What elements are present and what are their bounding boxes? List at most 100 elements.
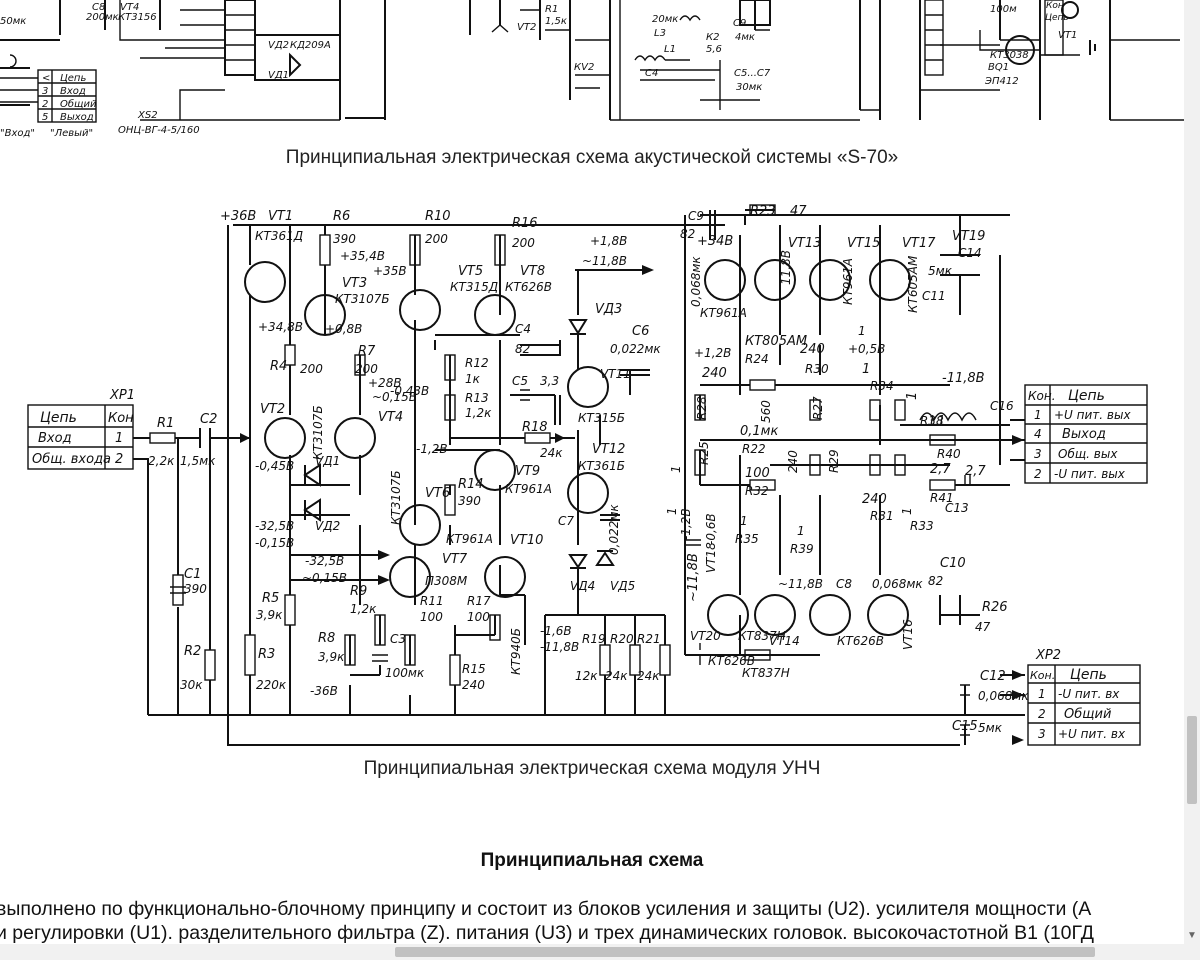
component-label: R5	[262, 591, 279, 606]
component-label: 0,068мк	[872, 577, 923, 591]
scroll-down-arrow-icon[interactable]: ▼	[1187, 930, 1197, 941]
top-label: ОНЦ-ВГ-4-5/160	[118, 125, 200, 136]
component-label: 2,7	[965, 464, 986, 479]
article-paragraph-line: и регулировки (U1). разделительного филь…	[0, 922, 1094, 944]
top-label: 1,5к	[545, 16, 567, 27]
component-label: VТ10	[510, 533, 543, 548]
component-label: 2,7	[930, 462, 951, 477]
component-label: 3,9к	[318, 650, 345, 664]
top-label: VТ1	[1058, 30, 1077, 41]
component-label: С11	[922, 289, 946, 303]
xp2-header-pin: Кон.	[1030, 669, 1055, 682]
top-label: 200мк	[86, 12, 119, 23]
component-label: R15	[462, 662, 486, 676]
component-label: 100	[467, 610, 490, 624]
top-label: Цепь	[1045, 13, 1069, 23]
component-label: R40	[937, 447, 961, 461]
amplifier-schematic: ХР1 Цепь Кон Вход 1 Общ. входа 2 Кон. Це…	[27, 204, 1148, 746]
component-label: 82	[680, 227, 695, 241]
component-label: R6	[333, 209, 350, 224]
component-label: С12	[980, 669, 1006, 684]
component-label: -0,45В	[255, 459, 294, 473]
component-label: 1	[740, 514, 748, 528]
component-label: -0,6В	[704, 513, 718, 545]
component-label: R19	[582, 632, 606, 646]
component-label: 240	[800, 342, 825, 357]
component-label: 200	[300, 362, 323, 376]
component-label: 0,022мк	[607, 504, 621, 555]
component-label: -36В	[310, 684, 338, 698]
component-label: ~0,15В	[302, 571, 347, 585]
vertical-scrollbar[interactable]: ▼	[1184, 0, 1200, 944]
component-label: R3	[258, 647, 275, 662]
component-label: 82	[928, 574, 943, 588]
component-label: +35В	[373, 264, 407, 278]
component-label: R4	[270, 359, 287, 374]
component-label: 1,2к	[465, 406, 492, 420]
component-label: VД2	[315, 519, 340, 533]
xp-out-cell: Выход	[1062, 427, 1106, 442]
component-label: 1	[905, 392, 920, 400]
component-label: 2,2к	[148, 454, 175, 468]
top-label: R1	[545, 4, 558, 15]
vertical-scrollbar-thumb[interactable]	[1187, 716, 1197, 804]
top-label: С4	[645, 68, 658, 79]
component-label: -1,2В	[416, 442, 448, 456]
component-label: КТ961А	[700, 306, 747, 320]
component-label: КТ315Д	[450, 280, 498, 294]
component-label: +36В	[220, 209, 256, 224]
component-label: 3,9к	[256, 608, 283, 622]
component-label: VТ5	[458, 264, 483, 279]
horizontal-scrollbar-thumb[interactable]	[395, 947, 1095, 957]
component-label: 1,5мк	[180, 454, 216, 468]
main-figure-caption: Принципиальная электрическая схема модул…	[363, 758, 821, 779]
component-label: С4	[515, 322, 531, 336]
xp-out-header-circuit: Цепь	[1068, 388, 1105, 404]
component-label: R32	[745, 484, 769, 498]
xp-out-cell: 1	[1034, 408, 1042, 422]
component-label: VТ12	[592, 442, 625, 457]
component-label: VТ8	[520, 264, 545, 279]
component-label: VТ4	[378, 410, 403, 425]
component-label: +1,2В	[694, 346, 731, 360]
component-label: 390	[184, 582, 207, 596]
component-label: +35,4В	[340, 249, 385, 263]
component-label: VТ19	[952, 229, 985, 244]
component-label: R11	[420, 594, 444, 608]
component-label: 1	[900, 507, 914, 515]
top-table-cell: Общий	[60, 98, 97, 110]
component-label: 24к	[605, 669, 628, 683]
component-label: R25	[697, 441, 711, 465]
xp1-label: ХР1	[109, 388, 135, 403]
xp2-cell: 1	[1038, 687, 1046, 701]
top-label: 50мк	[0, 16, 26, 27]
component-label: VТ6	[425, 486, 450, 501]
component-label: R35	[735, 532, 759, 546]
component-label: 240	[702, 366, 727, 381]
component-label: ~11,8В	[582, 254, 627, 268]
component-label: +1,8В	[590, 234, 627, 248]
component-label: 82	[515, 342, 530, 356]
component-label: 240	[786, 450, 800, 473]
component-label: R29	[827, 449, 841, 473]
top-label: К2	[706, 32, 719, 43]
component-label: 1	[858, 324, 866, 338]
component-label: С14	[958, 246, 982, 260]
top-table-cell: <	[42, 73, 50, 84]
component-label: С6	[632, 324, 649, 339]
component-label: 5мк	[928, 264, 953, 278]
horizontal-scrollbar[interactable]	[0, 944, 1200, 960]
component-label: VТ3	[342, 276, 367, 291]
component-label: С2	[200, 412, 217, 427]
xp-out-cell: 2	[1034, 467, 1042, 481]
component-label: КТ315Б	[578, 411, 625, 425]
component-label: 200	[512, 236, 535, 250]
component-label: R17	[467, 594, 491, 608]
component-label: 100	[420, 610, 443, 624]
component-label: -1,6В	[540, 624, 572, 638]
top-label: 4мк	[735, 32, 755, 43]
xp1-cell: 1	[115, 431, 123, 446]
component-label: 1,2к	[350, 602, 377, 616]
component-label: VТ1	[268, 209, 293, 224]
